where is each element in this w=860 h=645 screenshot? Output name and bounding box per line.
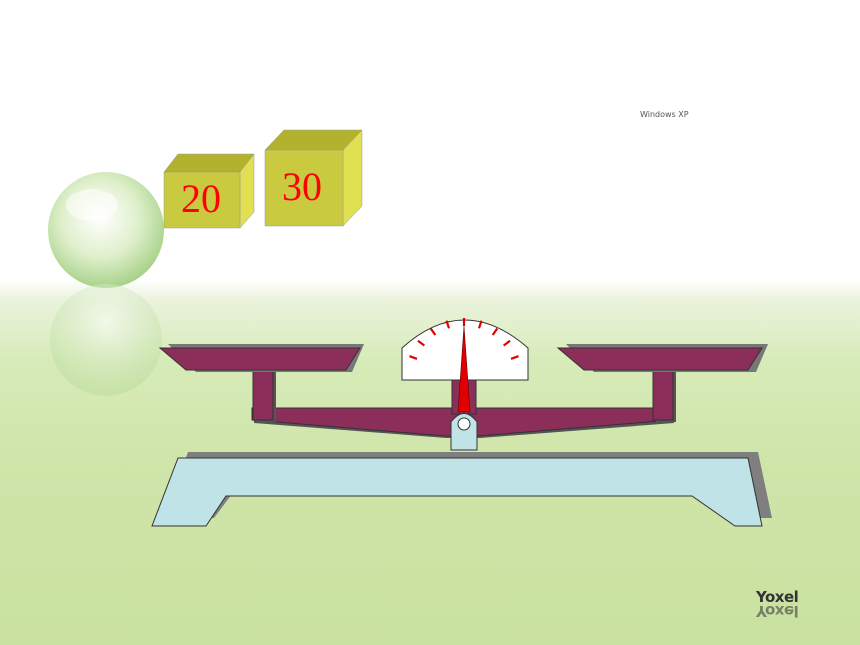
dial-tick (445, 320, 451, 329)
dial-tick (409, 355, 418, 360)
dial-tick (477, 320, 483, 329)
weight-block-30[interactable]: 30 (264, 129, 363, 227)
weight-label-20: 20 (181, 176, 221, 221)
weight-label-30: 30 (282, 164, 322, 209)
dial-ticks (409, 318, 519, 360)
brand-logo: Yoxel (756, 588, 799, 606)
dial-tick (510, 355, 519, 360)
left-pan (158, 344, 364, 422)
scale-base (151, 452, 772, 527)
dial-tick (502, 339, 511, 347)
dial-tick (491, 327, 499, 336)
watermark-text: Windows XP (640, 110, 689, 119)
dial-needle (457, 325, 471, 413)
right-pan (556, 344, 768, 422)
decorative-sphere-reflection (50, 284, 162, 396)
scale-dial (401, 318, 529, 413)
pivot-bracket (450, 413, 478, 451)
dial-tick (417, 339, 426, 347)
weight-block-20[interactable]: 20 (163, 153, 255, 229)
dial-tick (429, 327, 437, 336)
brand-logo-reflection: Yoxel (756, 602, 799, 620)
decorative-sphere (48, 172, 164, 288)
